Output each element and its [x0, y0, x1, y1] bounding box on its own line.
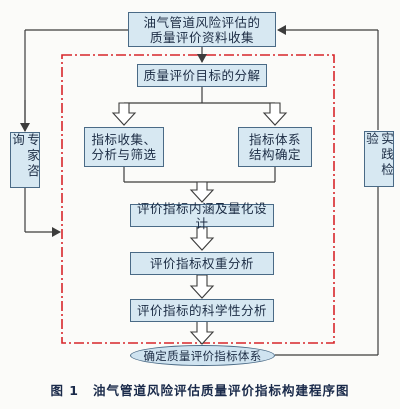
practice-verification-label: 实践检验	[364, 132, 394, 179]
right-branch-line-2: 结构确定	[248, 147, 301, 162]
expert-consultation-box: 专家咨询	[10, 132, 40, 188]
hollow-arrow-science-to-final	[189, 320, 215, 345]
left-branch-line-1: 指标收集、	[91, 132, 157, 147]
top-box-line-2: 质量评价资料收集	[149, 29, 254, 45]
science-step-box: 评价指标的科学性分析	[130, 299, 274, 322]
right-branch-line-1: 指标体系	[248, 132, 301, 147]
weight-step-box: 评价指标权重分析	[130, 252, 274, 275]
left-branch-box: 指标收集、 分析与筛选	[84, 127, 164, 167]
design-step-box: 评价指标内涵及量化设计	[130, 201, 274, 231]
design-step-label: 评价指标内涵及量化设计	[136, 200, 267, 231]
figure-number: 图 1	[50, 383, 80, 398]
final-ellipse-label: 确定质量评价指标体系	[143, 348, 262, 363]
hollow-arrow-left-branch	[111, 102, 137, 126]
top-box-line-1: 油气管道风险评估的	[143, 14, 261, 30]
hollow-arrow-weight-to-science	[189, 274, 215, 299]
hollow-arrow-design-to-weight	[189, 226, 215, 251]
left-branch-line-2: 分析与筛选	[91, 147, 157, 162]
weight-step-label: 评价指标权重分析	[149, 256, 254, 271]
arrow-branches-to-merge	[123, 167, 276, 183]
arrow-decompose-to-branches	[124, 86, 275, 104]
final-ellipse: 确定质量评价指标体系	[130, 345, 275, 366]
science-step-label: 评价指标的科学性分析	[136, 303, 267, 318]
expert-consultation-label: 专家咨询	[10, 133, 40, 180]
decompose-box: 质量评价目标的分解	[137, 64, 267, 87]
top-box: 油气管道风险评估的 质量评价资料收集	[128, 12, 276, 47]
practice-verification-box: 实践检验	[364, 131, 394, 187]
hollow-arrow-merge	[189, 181, 215, 203]
decompose-label: 质量评价目标的分解	[143, 68, 261, 83]
hollow-arrow-right-branch	[262, 102, 288, 126]
right-branch-box: 指标体系 结构确定	[238, 127, 312, 167]
right-feedback-line	[275, 25, 379, 356]
figure-title: 油气管道风险评估质量评价指标构建程序图	[93, 383, 350, 398]
figure-caption: 图 1 油气管道风险评估质量评价指标构建程序图	[0, 380, 400, 399]
